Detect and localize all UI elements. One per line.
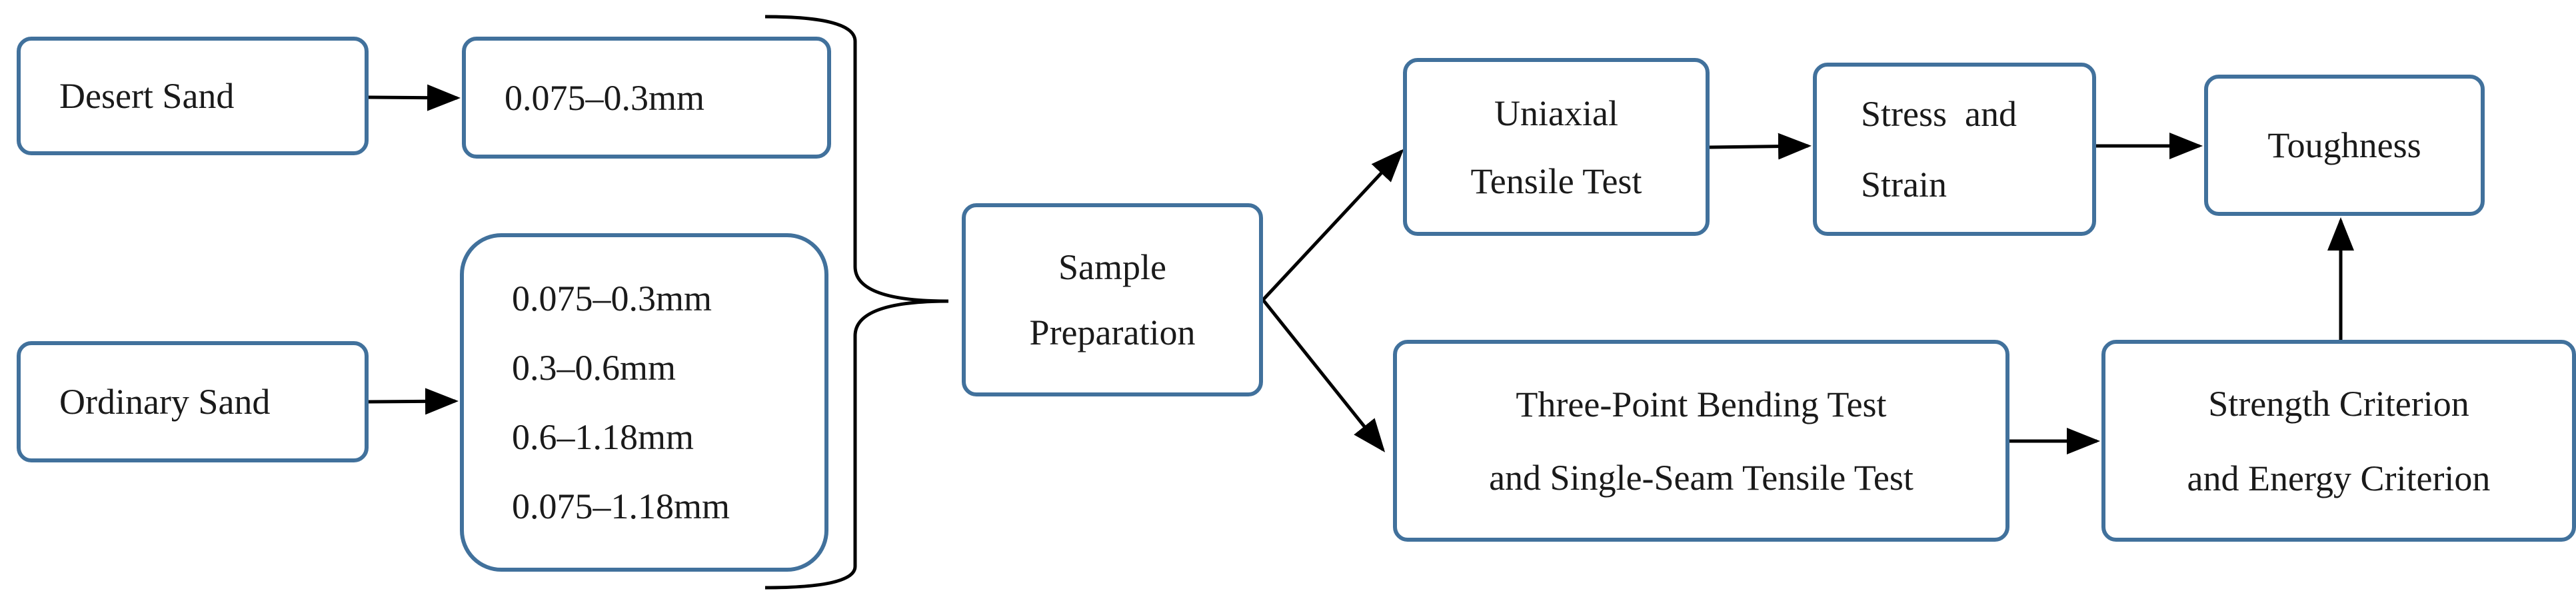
three-point-bending-box: Three-Point Bending Test and Single-Seam…	[1393, 340, 2009, 542]
three-point-line-2: and Single-Seam Tensile Test	[1489, 457, 1914, 498]
uniaxial-line-1: Uniaxial	[1494, 93, 1618, 133]
strength-energy-line-1: Strength Criterion	[2208, 383, 2469, 424]
ordinary-sand-size-box: 0.075–0.3mm 0.3–0.6mm 0.6–1.18mm 0.075–1…	[460, 233, 828, 572]
arrow-sample-to-uniaxial	[1262, 149, 1404, 301]
three-point-line-1: Three-Point Bending Test	[1516, 384, 1887, 424]
stress-strain-line-1: Stress and	[1861, 94, 2017, 134]
ordinary-sand-label: Ordinary Sand	[59, 382, 271, 422]
arrow-sample-to-threepoint	[1262, 299, 1386, 452]
grouping-brace	[764, 15, 949, 590]
uniaxial-line-2: Tensile Test	[1470, 161, 1642, 201]
ordinary-size-range-3: 0.6–1.18mm	[512, 417, 694, 457]
ordinary-size-range-2: 0.3–0.6mm	[512, 348, 676, 388]
desert-sand-size-label: 0.075–0.3mm	[505, 77, 705, 118]
sample-preparation-line-1: Sample	[1058, 247, 1166, 287]
arrow-desert-to-range	[368, 84, 461, 111]
toughness-box: Toughness	[2204, 75, 2485, 216]
sample-preparation-line-2: Preparation	[1029, 312, 1196, 352]
arrow-ordinary-to-ranges	[368, 388, 459, 415]
ordinary-size-range-4: 0.075–1.18mm	[512, 486, 730, 526]
desert-sand-label: Desert Sand	[59, 76, 235, 116]
ordinary-size-range-1: 0.075–0.3mm	[512, 279, 712, 318]
ordinary-sand-box: Ordinary Sand	[17, 341, 369, 462]
stress-strain-box: Stress and Strain	[1813, 63, 2096, 236]
sample-preparation-box: Sample Preparation	[962, 203, 1263, 396]
toughness-label: Toughness	[2267, 125, 2421, 165]
desert-sand-size-box: 0.075–0.3mm	[462, 37, 831, 159]
stress-strain-line-2: Strain	[1861, 165, 1947, 205]
strength-energy-line-2: and Energy Criterion	[2187, 458, 2491, 498]
desert-sand-box: Desert Sand	[17, 37, 369, 155]
strength-energy-criterion-box: Strength Criterion and Energy Criterion	[2101, 340, 2576, 542]
uniaxial-tensile-test-box: Uniaxial Tensile Test	[1403, 58, 1710, 236]
arrow-uniaxial-to-stress	[1709, 133, 1812, 160]
